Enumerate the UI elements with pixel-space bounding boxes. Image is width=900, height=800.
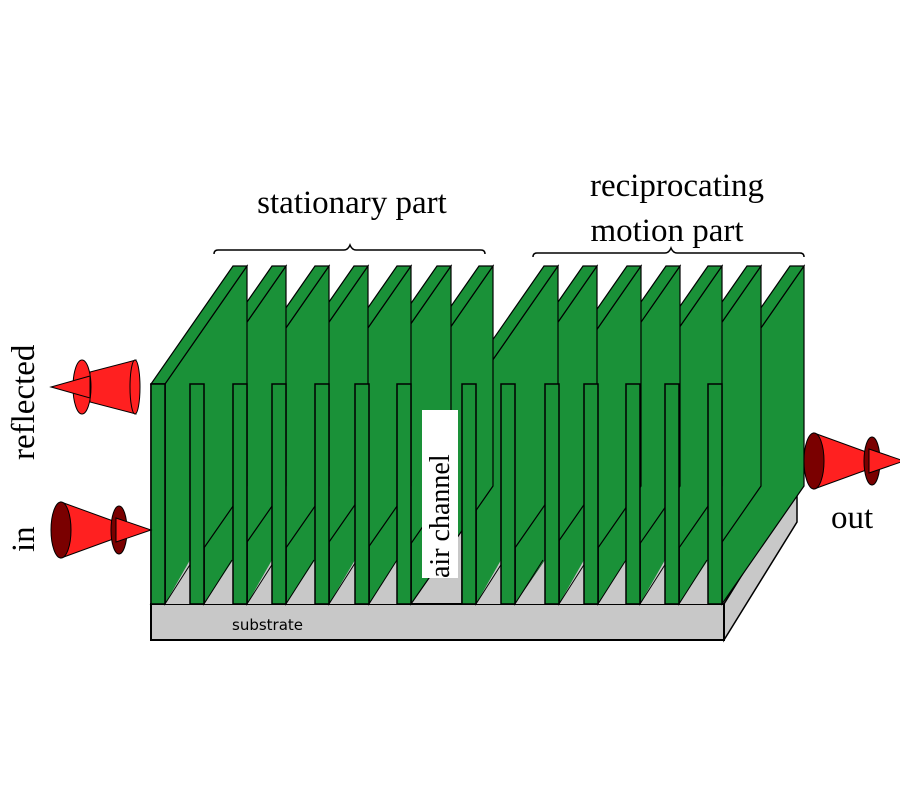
air-channel-label: air channel	[425, 454, 456, 578]
fin-front-face	[271, 383, 287, 605]
channel-floor	[247, 560, 272, 604]
horn-tip	[115, 517, 153, 543]
fin-front-face	[354, 383, 370, 605]
fin-array	[149, 264, 806, 606]
in-label: in	[6, 526, 42, 552]
channel-floor	[165, 560, 190, 604]
channel-floor-edge	[514, 559, 544, 605]
horn-tip	[868, 448, 900, 474]
fin-front-face	[189, 383, 205, 605]
reflected-label: reflected	[6, 344, 42, 460]
fin-front-face	[707, 383, 723, 605]
horn-bell	[89, 359, 137, 415]
channel-floor-edge	[558, 559, 588, 605]
reciprocating-label-line2: motion part	[590, 213, 743, 249]
fin-front-face	[461, 383, 477, 605]
reciprocating-brace	[532, 245, 805, 258]
substrate-front-face	[150, 603, 725, 641]
horn-arrow-right-icon	[50, 501, 153, 559]
horn-bell-rim	[803, 432, 825, 490]
substrate-label: substrate	[232, 616, 303, 634]
air-channel-label-bg	[422, 410, 458, 578]
fin-front-face	[396, 383, 412, 605]
horn-bell-rim	[50, 501, 72, 559]
fin-front-face	[500, 383, 516, 605]
channel-floor	[476, 560, 501, 604]
reciprocating-label-line1: reciprocating	[590, 168, 764, 204]
channel-floor-edge	[203, 559, 233, 605]
stationary-brace	[213, 242, 486, 255]
channel-floor-edge	[246, 559, 276, 605]
horn-tip	[49, 375, 91, 399]
channel-floor-edge	[285, 559, 315, 605]
channel-floor-edge	[475, 559, 505, 605]
channel-floor-edge	[328, 559, 358, 605]
channel-floor	[640, 560, 665, 604]
fin-front-face	[314, 383, 330, 605]
stationary-part-label: stationary part	[257, 185, 447, 221]
horn-bell-rim	[129, 359, 141, 415]
out-label: out	[831, 500, 873, 536]
fin-front-face	[232, 383, 248, 605]
horn-arrow-left-icon	[49, 359, 141, 415]
channel-floor-edge	[368, 559, 398, 605]
air-channel-label-group: air channel	[422, 410, 458, 578]
fin-front-face	[625, 383, 641, 605]
channel-floor-edge	[164, 559, 194, 605]
channel-floor-edge	[597, 559, 627, 605]
channel-floor	[559, 560, 584, 604]
fin-front-face	[583, 383, 599, 605]
fin-front-face	[150, 383, 166, 605]
fin-front-face	[664, 383, 680, 605]
fin-front-face	[544, 383, 560, 605]
horn-arrow-right-icon	[803, 432, 900, 490]
channel-floor-edge	[678, 559, 708, 605]
channel-floor-edge	[639, 559, 669, 605]
